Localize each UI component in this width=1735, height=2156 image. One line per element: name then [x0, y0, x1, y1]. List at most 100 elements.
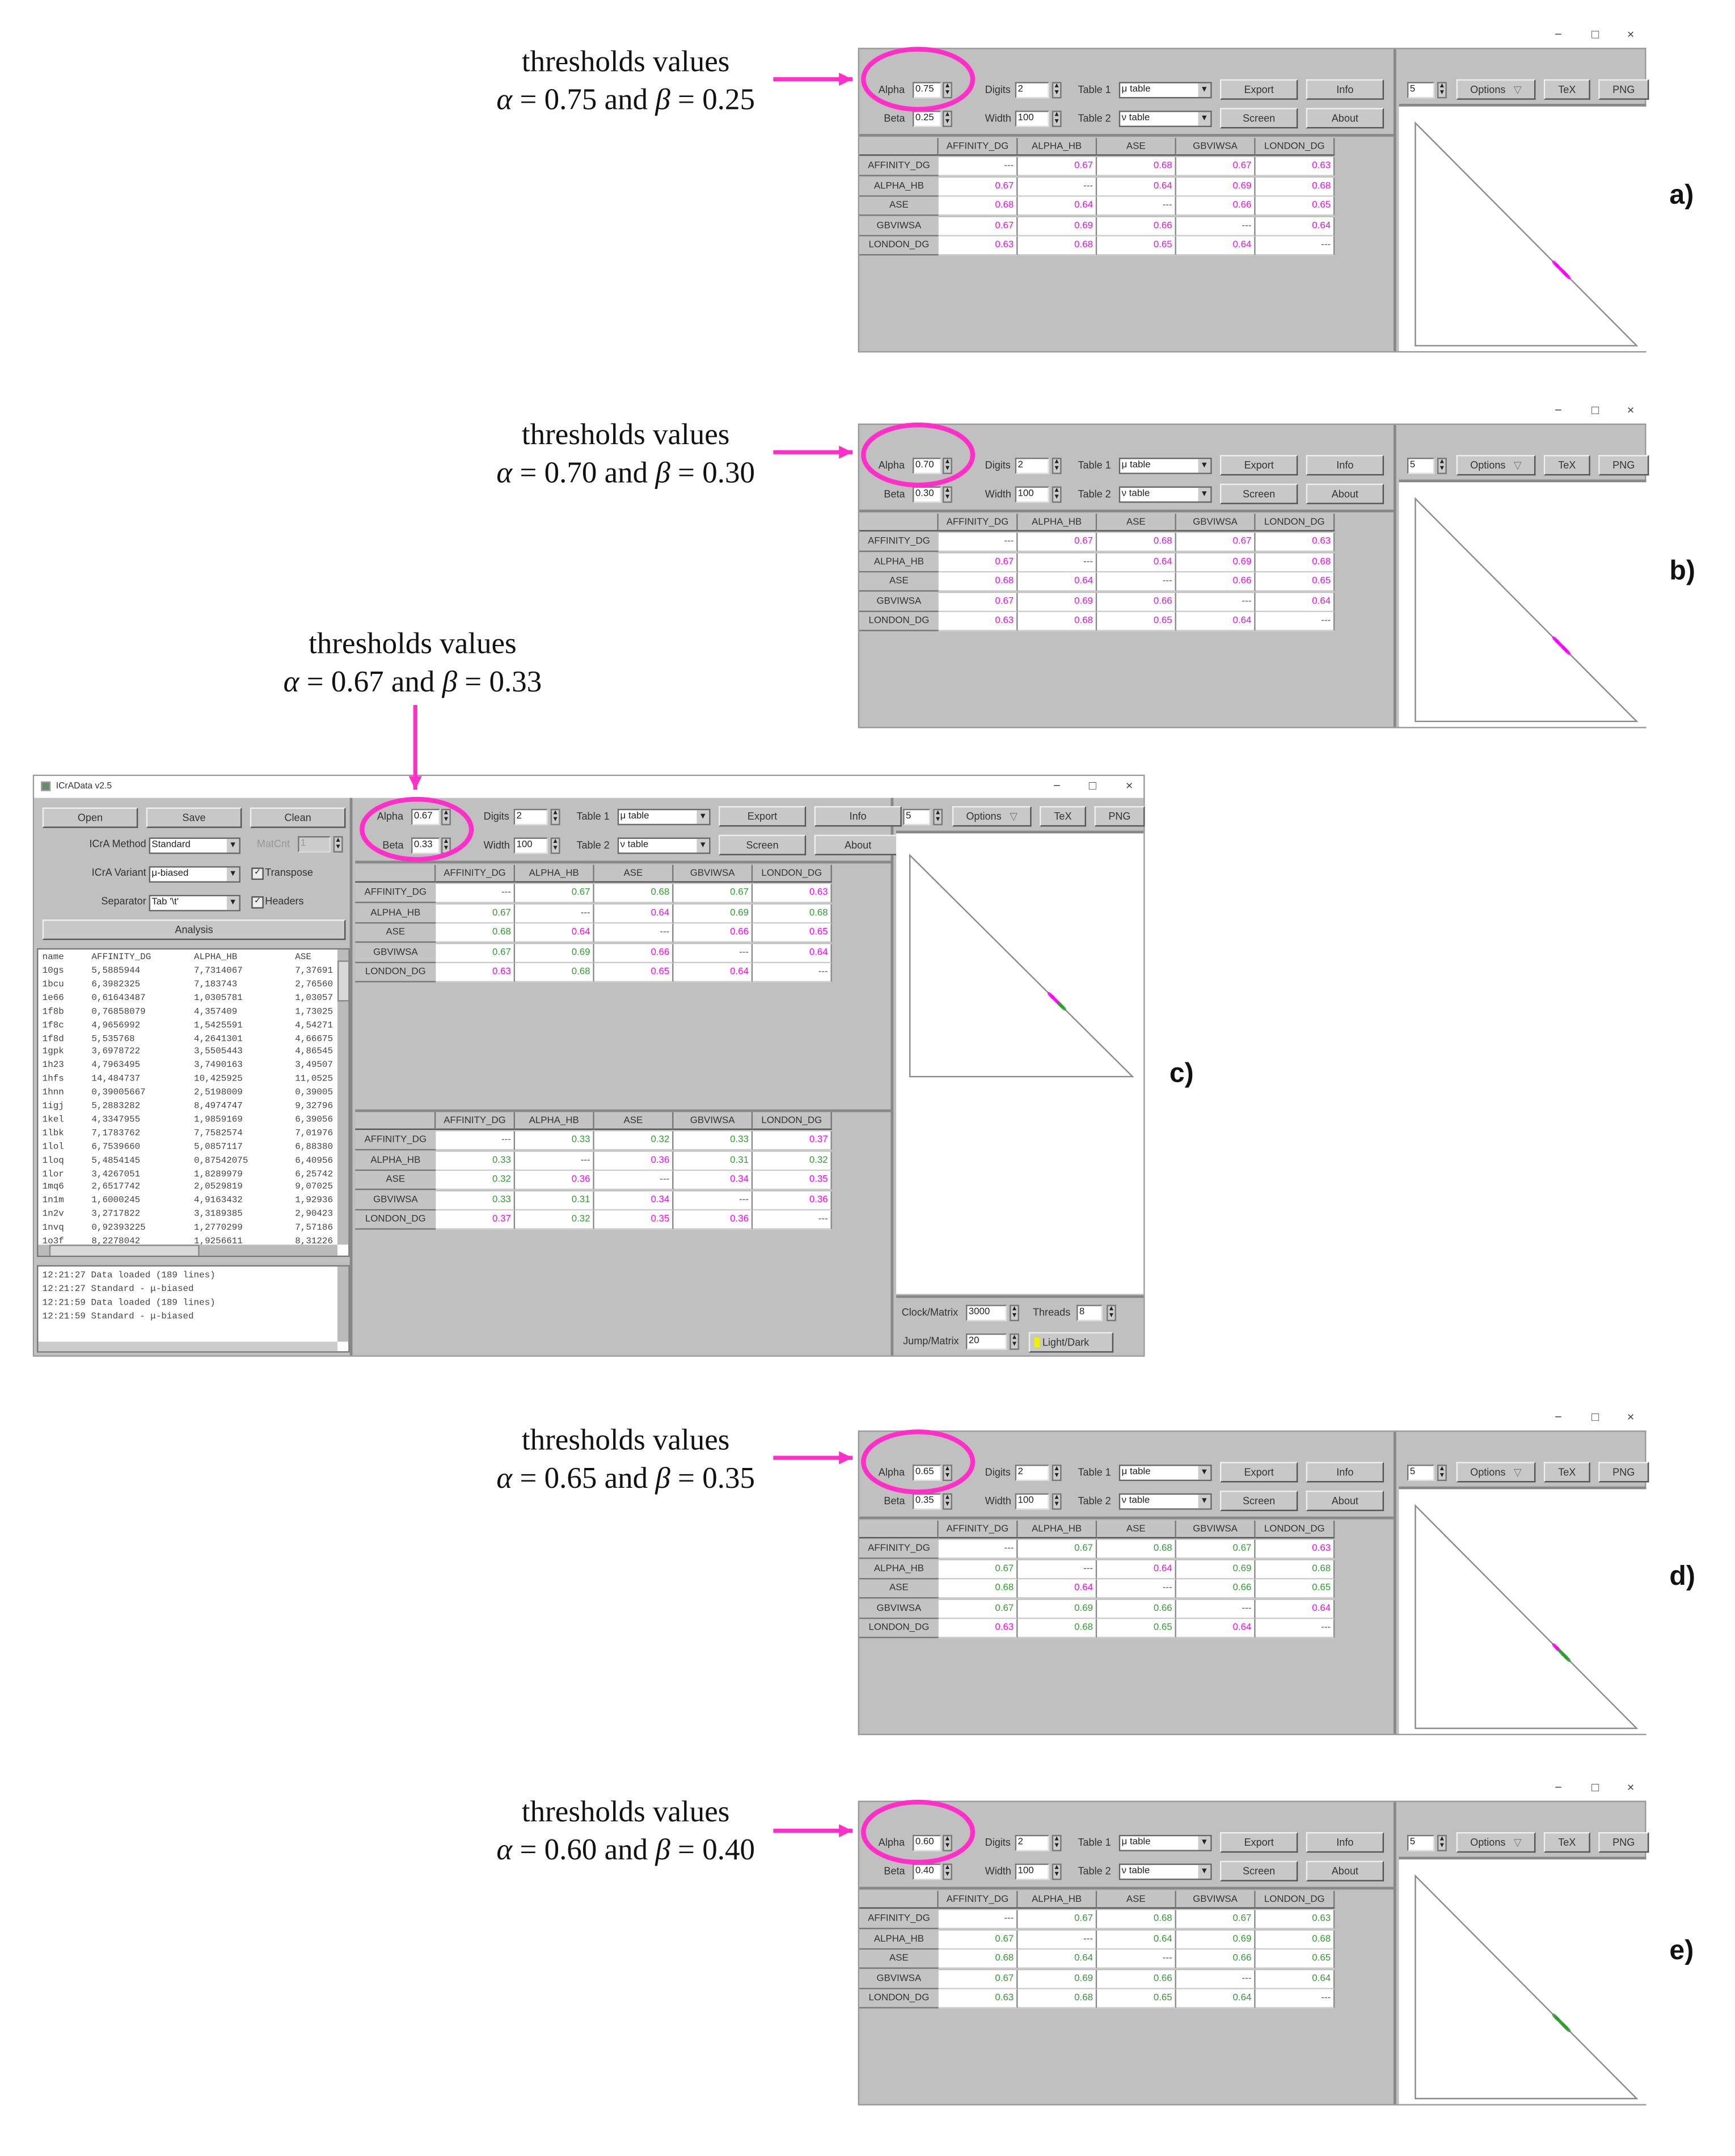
- spinner-up-icon[interactable]: ▲: [1053, 1493, 1061, 1502]
- column-header[interactable]: GBVIWSA: [1176, 513, 1256, 531]
- table-cell[interactable]: ---: [1176, 1969, 1256, 1989]
- table-cell[interactable]: 0.64: [1176, 237, 1256, 256]
- spinner-up-icon[interactable]: ▲: [1438, 1834, 1446, 1843]
- data-point[interactable]: [1554, 638, 1561, 645]
- table-cell[interactable]: 0.67: [1018, 1539, 1097, 1559]
- table-cell[interactable]: ---: [1255, 1619, 1335, 1639]
- table2-select[interactable]: ν table▼: [1118, 486, 1212, 503]
- row-header[interactable]: LONDON_DG: [859, 1619, 939, 1639]
- minimize-icon[interactable]: −: [1555, 27, 1562, 41]
- digits-input[interactable]: 2: [1015, 457, 1049, 474]
- plot-size-spinner[interactable]: ▲▼: [1437, 82, 1447, 99]
- spinner-down-icon[interactable]: ▼: [1438, 464, 1446, 473]
- minimize-icon[interactable]: −: [1555, 1410, 1562, 1424]
- digits-input[interactable]: 2: [513, 808, 548, 825]
- row-header[interactable]: AFFINITY_DG: [859, 157, 939, 176]
- headers-checkbox[interactable]: ✓: [251, 896, 264, 909]
- table-cell[interactable]: 0.66: [1176, 1950, 1256, 1969]
- table-cell[interactable]: 0.69: [1018, 1969, 1097, 1989]
- options-button[interactable]: Options▽: [1456, 1832, 1536, 1853]
- table-cell[interactable]: 0.63: [436, 964, 516, 983]
- column-header[interactable]: ALPHA_HB: [1018, 138, 1097, 156]
- export-button[interactable]: Export: [1219, 79, 1298, 100]
- row-header[interactable]: AFFINITY_DG: [859, 533, 939, 552]
- options-button[interactable]: Options▽: [1456, 455, 1536, 476]
- row-header[interactable]: ASE: [355, 1171, 436, 1191]
- table-cell[interactable]: 0.68: [1018, 237, 1097, 256]
- minimize-icon[interactable]: −: [1555, 1780, 1562, 1794]
- table-cell[interactable]: 0.68: [1255, 552, 1335, 572]
- table-cell[interactable]: 0.67: [1018, 1910, 1097, 1930]
- table-cell[interactable]: 0.64: [1018, 572, 1097, 592]
- row-header[interactable]: AFFINITY_DG: [355, 884, 436, 904]
- spinner-down-icon[interactable]: ▼: [944, 1471, 951, 1480]
- table-cell[interactable]: 0.37: [436, 1211, 516, 1230]
- table-cell[interactable]: 0.64: [1255, 592, 1335, 612]
- width-input[interactable]: 100: [513, 837, 548, 854]
- data-point[interactable]: [1058, 1002, 1065, 1010]
- row-header[interactable]: LONDON_DG: [859, 613, 939, 632]
- spinner-up-icon[interactable]: ▲: [442, 837, 450, 846]
- beta-spinner[interactable]: ▲▼: [943, 486, 952, 503]
- chevron-down-icon[interactable]: ▼: [1198, 1836, 1211, 1850]
- matcnt-spinner[interactable]: ▲▼: [333, 836, 343, 853]
- spinner-down-icon[interactable]: ▼: [1053, 1500, 1061, 1509]
- spinner-up-icon[interactable]: ▲: [1108, 1305, 1115, 1313]
- screen-button[interactable]: Screen: [718, 834, 807, 855]
- tex-button[interactable]: TeX: [1543, 79, 1590, 100]
- table-cell[interactable]: 0.67: [938, 177, 1018, 196]
- table-cell[interactable]: 0.65: [753, 923, 832, 943]
- table-cell[interactable]: 0.67: [1176, 1539, 1256, 1559]
- table-cell[interactable]: 0.31: [515, 1191, 594, 1210]
- row-header[interactable]: ASE: [859, 197, 939, 217]
- log-vertical-scrollbar[interactable]: [337, 1266, 349, 1342]
- column-header[interactable]: LONDON_DG: [1255, 513, 1335, 531]
- spinner-down-icon[interactable]: ▼: [944, 464, 951, 473]
- table-cell[interactable]: 0.68: [594, 884, 674, 904]
- table-cell[interactable]: 0.64: [515, 923, 594, 943]
- data-point[interactable]: [1049, 993, 1056, 1001]
- table-cell[interactable]: ---: [1097, 197, 1176, 217]
- open-button[interactable]: Open: [42, 807, 138, 828]
- spinner-up-icon[interactable]: ▲: [944, 111, 951, 119]
- table-cell[interactable]: ---: [515, 1151, 594, 1171]
- jump-matrix-input[interactable]: 20: [965, 1333, 1007, 1350]
- analysis-button[interactable]: Analysis: [42, 919, 346, 940]
- minimize-icon[interactable]: −: [1053, 778, 1061, 793]
- matcnt-input[interactable]: 1: [298, 836, 331, 853]
- table-cell[interactable]: ---: [594, 1171, 674, 1191]
- table-cell[interactable]: 0.65: [1097, 237, 1176, 256]
- spinner-down-icon[interactable]: ▼: [944, 493, 951, 501]
- table-cell[interactable]: 0.37: [753, 1131, 832, 1151]
- table-cell[interactable]: 0.67: [938, 217, 1018, 237]
- column-header[interactable]: GBVIWSA: [1176, 138, 1256, 156]
- column-header[interactable]: ALPHA_HB: [515, 864, 594, 883]
- table-cell[interactable]: 0.65: [594, 964, 674, 983]
- row-header[interactable]: LONDON_DG: [355, 964, 436, 983]
- table-cell[interactable]: ---: [436, 1131, 516, 1151]
- beta-input[interactable]: 0.40: [913, 1863, 942, 1880]
- table-cell[interactable]: 0.64: [1176, 1619, 1256, 1639]
- spinner-down-icon[interactable]: ▼: [335, 843, 342, 851]
- spinner-down-icon[interactable]: ▼: [1053, 464, 1061, 473]
- table-cell[interactable]: 0.67: [938, 1969, 1018, 1989]
- table1-select[interactable]: μ table▼: [1118, 1465, 1212, 1482]
- column-header[interactable]: LONDON_DG: [753, 864, 832, 883]
- table-cell[interactable]: 0.64: [1018, 197, 1097, 217]
- table-cell[interactable]: 0.68: [436, 923, 516, 943]
- table-cell[interactable]: 0.32: [436, 1171, 516, 1191]
- spinner-up-icon[interactable]: ▲: [1053, 457, 1061, 466]
- spinner-up-icon[interactable]: ▲: [442, 808, 450, 817]
- row-header[interactable]: ASE: [355, 923, 436, 943]
- table-cell[interactable]: ---: [436, 884, 516, 904]
- digits-spinner[interactable]: ▲▼: [550, 808, 560, 825]
- spinner-down-icon[interactable]: ▼: [442, 815, 450, 824]
- horizontal-scroll-thumb[interactable]: [49, 1244, 200, 1256]
- table-cell[interactable]: 0.69: [1176, 552, 1256, 572]
- table-cell[interactable]: 0.33: [436, 1151, 516, 1171]
- data-point[interactable]: [1554, 1644, 1561, 1652]
- table-cell[interactable]: 0.68: [938, 1950, 1018, 1969]
- info-button[interactable]: Info: [1306, 79, 1384, 100]
- column-header[interactable]: LONDON_DG: [1255, 1891, 1335, 1909]
- spinner-down-icon[interactable]: ▼: [1438, 88, 1446, 98]
